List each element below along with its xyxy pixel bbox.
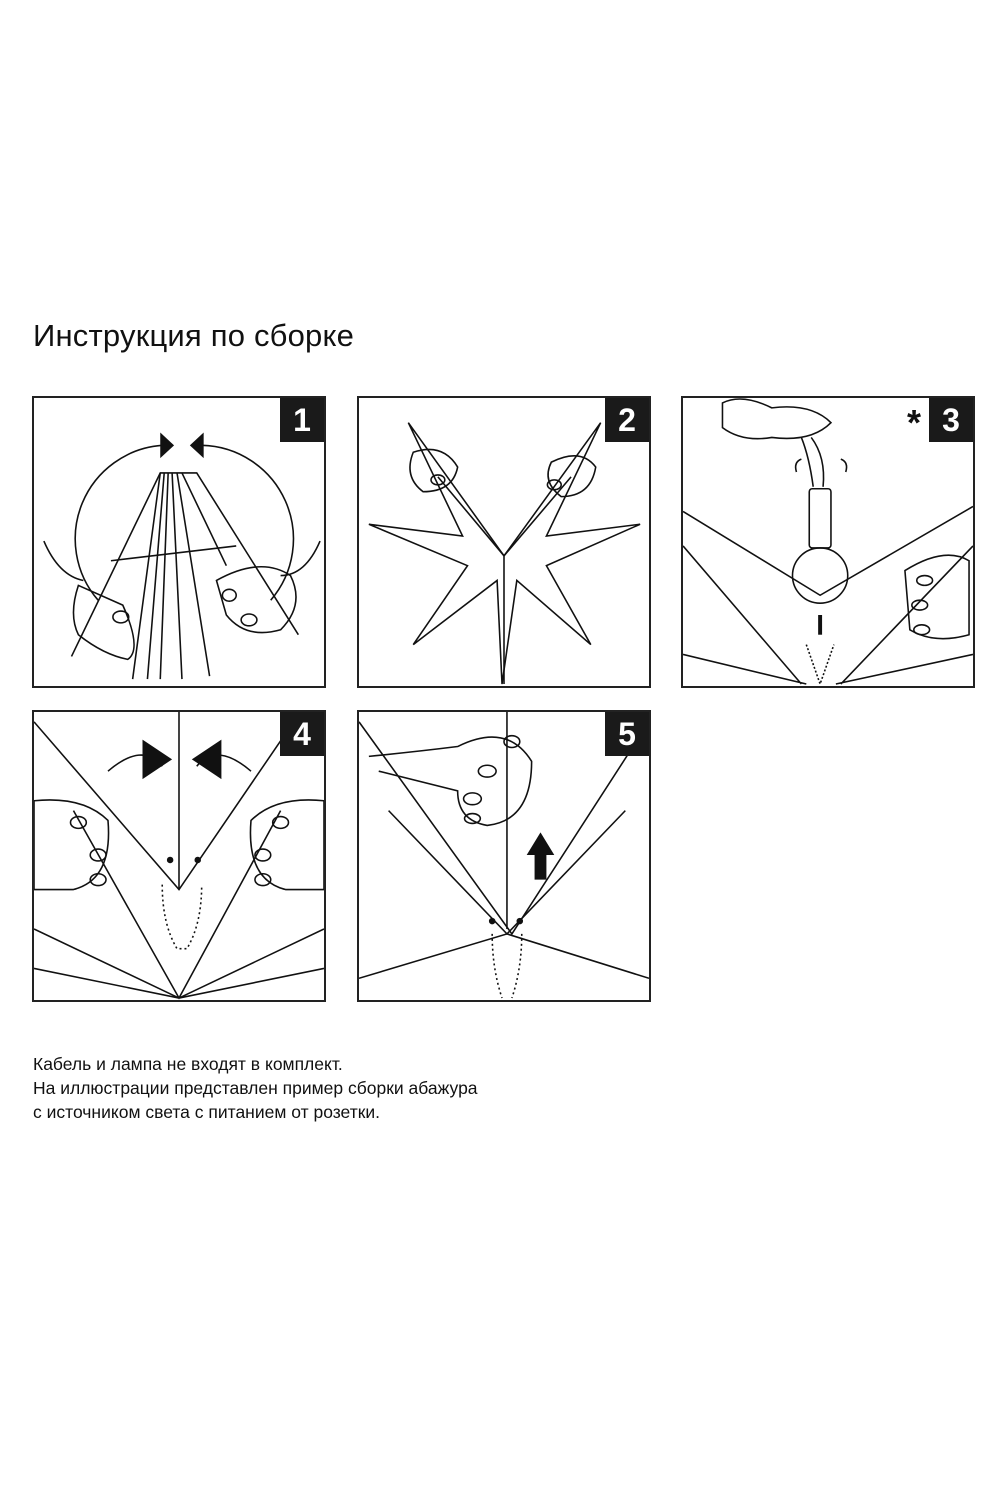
lamp-insert-icon — [683, 398, 973, 686]
step-2-illustration: 2 — [357, 396, 651, 688]
step-number-badge: 4 — [280, 712, 324, 756]
close-star-icon — [34, 712, 324, 1000]
note-line: Кабель и лампа не входят в комплект. — [33, 1054, 343, 1074]
step-1-illustration: 1 — [32, 396, 326, 688]
step-number-badge: 1 — [280, 398, 324, 442]
step-3-illustration: * 3 — [681, 396, 975, 688]
page-title: Инструкция по сборке — [33, 318, 355, 353]
step-4-illustration: 4 — [32, 710, 326, 1002]
step-5-illustration: 5 — [357, 710, 651, 1002]
asterisk-mark: * — [906, 402, 921, 443]
kit-note: Кабель и лампа не входят в комплект. На … — [33, 1052, 478, 1124]
folded-star-icon — [43, 432, 321, 680]
hang-star-icon — [359, 712, 649, 999]
step-number-badge: 2 — [605, 398, 649, 442]
open-star-icon — [368, 422, 641, 685]
note-line: На иллюстрации представлен пример сборки… — [33, 1078, 478, 1098]
step-number-badge: 5 — [605, 712, 649, 756]
step-number-badge: 3 — [929, 398, 973, 442]
note-line: с источником света с питанием от розетки… — [33, 1102, 381, 1122]
